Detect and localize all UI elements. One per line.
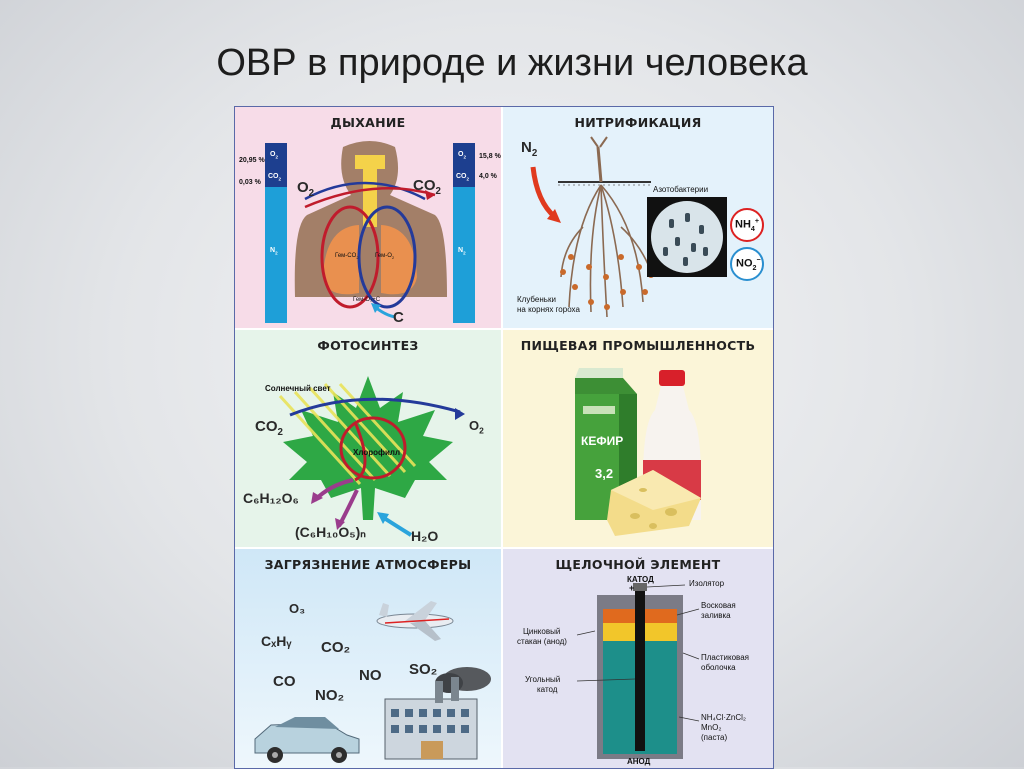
hydrocarbons-label: CₓHᵧ [261, 633, 292, 649]
wax-label-line1: Восковая [701, 601, 736, 610]
air-pollution-title: ЗАГРЯЗНЕНИЕ АТМОСФЕРЫ [264, 557, 472, 572]
carbon-label: C [393, 309, 404, 326]
shell-label-line2: оболочка [701, 663, 736, 672]
panel-breathing: ДЫХАНИЕ 20, [235, 107, 501, 328]
slide-title: ОВР в природе и жизни человека [216, 42, 808, 84]
shell-label-line1: Пластиковая [701, 653, 749, 662]
maple-leaf [283, 376, 453, 520]
nodules-label-line2: на корнях гороха [517, 305, 580, 314]
no2-ion-label: NO2− [736, 256, 761, 272]
kefir-fat-label: 3,2 [595, 466, 614, 481]
exhaled-n2-label: N2 [458, 247, 466, 256]
pollution-co-label: CO [273, 673, 296, 690]
photosynthesis-title: ФОТОСИНТЕЗ [317, 338, 419, 353]
hb-co2-label: Гем-CO2 [335, 253, 359, 261]
water-label: H₂O [411, 528, 439, 544]
airplane [376, 601, 454, 641]
n2-label: N2 [521, 139, 538, 159]
pollution-illustration [254, 601, 491, 763]
chlorophyll-label: Хлорофилл [353, 448, 401, 457]
azotobacteria-label: Азотобактерии [653, 185, 709, 194]
breathing-title: ДЫХАНИЕ [330, 115, 406, 130]
bottle-cap [659, 370, 685, 386]
oxygen-in-label: O2 [297, 179, 315, 199]
alkaline-cell-title: ЩЕЛОЧНОЙ ЭЛЕМЕНТ [555, 557, 721, 572]
sunlight-rays [278, 382, 417, 486]
inhaled-air-column [265, 143, 287, 323]
zinc-label-line1: Цинковый [523, 627, 561, 636]
inhaled-o2-percent: 20,95 % [239, 157, 265, 164]
pollution-co2-label: CO₂ [321, 639, 351, 656]
carbon-label-line2: катод [537, 685, 558, 694]
panel-photosynthesis: ФОТОСИНТЕЗ Солнечный свет CO2 O2 [235, 330, 501, 547]
carbon-label-line1: Угольный [525, 675, 561, 684]
panel-food-industry: ПИЩЕВАЯ ПРОМЫШЛЕННОСТЬ КЕФИР 3,2 [503, 330, 773, 547]
glucose-label: C₆H₁₂O₆ [243, 490, 299, 506]
hb-o2-label: Гем-O2 [375, 253, 395, 261]
exhaled-air-column [453, 143, 475, 323]
nodules-label-line1: Клубеньки [517, 295, 556, 304]
pollution-no2-label: NO₂ [315, 687, 345, 704]
ozone-label: O₃ [289, 601, 306, 616]
photosynthesis-o2-label: O2 [469, 418, 484, 436]
zinc-label-line2: стакан (анод) [517, 637, 567, 646]
hb-oc-label: Гем-O₂+C [353, 297, 381, 303]
ovr-poster: ДЫХАНИЕ 20, [234, 106, 774, 769]
pea-roots [560, 184, 654, 318]
inhaled-n2-label: N2 [270, 247, 278, 256]
cathode-label: КАТОД [627, 575, 654, 584]
food-industry-title: ПИЩЕВАЯ ПРОМЫШЛЕННОСТЬ [520, 338, 756, 353]
no2-ion-circle [730, 247, 764, 281]
anode-label: АНОД [627, 757, 651, 766]
kefir-label: КЕФИР [581, 434, 624, 448]
inhaled-co2-percent: 0,03 % [239, 179, 261, 186]
panel-alkaline-cell: ЩЕЛОЧНОЙ ЭЛЕМЕНТ КАТОД + Изолятор Восков… [503, 549, 773, 768]
co2-out-label: CO2 [413, 177, 441, 197]
food-illustration [575, 368, 701, 536]
pollution-so2-label: SO₂ [409, 661, 438, 678]
nh4-ion-label: NH4+ [735, 217, 760, 233]
exhaled-co2-label: CO2 [456, 173, 470, 182]
paste-label-line2: MnO₂ [701, 723, 722, 732]
paste-label-line3: (паста) [701, 733, 728, 742]
sunlight-label: Солнечный свет [265, 384, 331, 393]
panel-air-pollution: ЗАГРЯЗНЕНИЕ АТМОСФЕРЫ [235, 549, 501, 768]
car [254, 717, 360, 763]
exhaled-co2-percent: 4,0 % [479, 173, 497, 180]
photosynthesis-co2-label: CO2 [255, 418, 283, 438]
nitrification-illustration [530, 136, 764, 318]
nitrification-title: НИТРИФИКАЦИЯ [574, 115, 702, 130]
carbon-rod [635, 589, 645, 751]
pollution-no-label: NO [359, 667, 382, 684]
plus-terminal: + [629, 583, 635, 593]
exhaled-o2-label: O2 [458, 151, 466, 160]
photosynthesis-illustration [278, 376, 465, 537]
exhaled-o2-percent: 15,8 % [479, 153, 501, 160]
insulator-label: Изолятор [689, 579, 725, 588]
nh4-ion-circle [730, 208, 764, 242]
inhaled-o2-label: O2 [270, 151, 278, 160]
starch-label: (C₆H₁₀O₅)ₙ [295, 524, 366, 540]
breathing-illustration [265, 141, 475, 323]
paste-label-line1: NH₄Cl·ZnCl₂ [701, 713, 747, 722]
panel-nitrification: НИТРИФИКАЦИЯ [503, 107, 773, 328]
alkaline-cell-diagram [576, 583, 700, 759]
inhaled-co2-label: CO2 [268, 173, 282, 182]
root-nodules [560, 254, 654, 310]
wax-label-line2: заливка [701, 611, 731, 620]
